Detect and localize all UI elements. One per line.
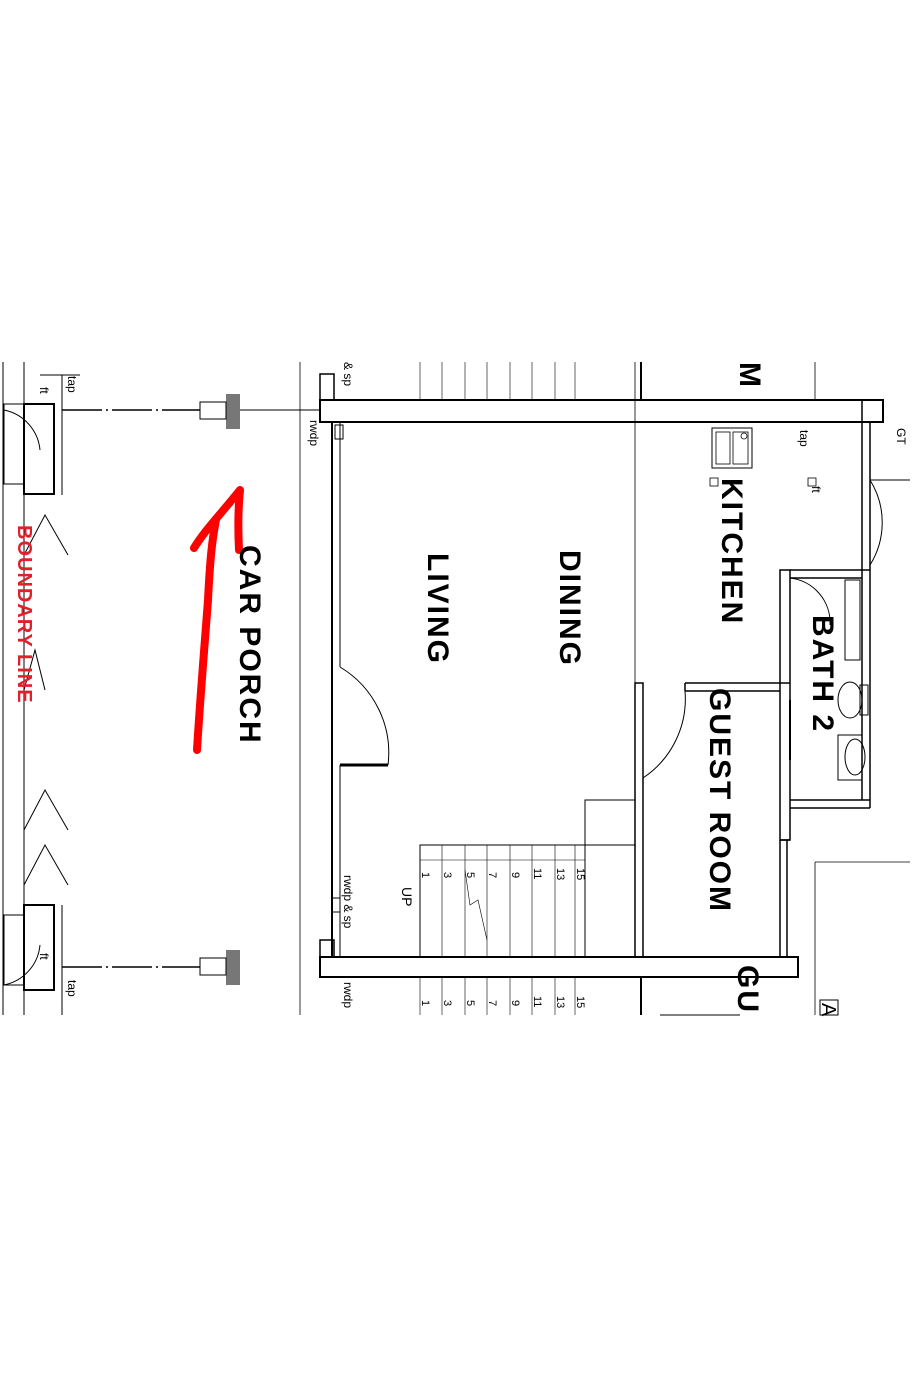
guest-room-label: GUEST ROOM: [703, 688, 736, 913]
bath2-label: BATH 2: [806, 615, 839, 733]
stair-number: 5: [464, 872, 476, 878]
ft-label-bottom-left: ft: [37, 953, 51, 960]
rwdp-label-bottom: rwdp: [341, 982, 355, 1008]
living-label: LIVING: [421, 553, 454, 665]
tap-label-bottom-left: tap: [65, 980, 79, 997]
tap-label-top-left: tap: [65, 376, 79, 393]
kitchen-label: KITCHEN: [715, 478, 748, 625]
gate-posts: [199, 394, 240, 985]
ft-label-top-left: ft: [37, 387, 51, 394]
stair-number: 9: [509, 872, 521, 878]
stair-number: 7: [486, 872, 498, 878]
stair-number: 15: [574, 868, 586, 880]
stair-numbers: 1 3 5 7 9 11 13 15: [419, 868, 586, 880]
stair-up-label: UP: [399, 887, 415, 906]
red-arrow-annotation: [190, 486, 244, 754]
stair-number: 13: [554, 996, 566, 1008]
stair-number: 11: [531, 996, 543, 1007]
plan-linework: [2, 362, 910, 1016]
stair-number: 7: [486, 1000, 498, 1006]
partial-room-top-label: M: [733, 362, 766, 389]
sp-label-top: & sp: [341, 362, 355, 386]
rwdp-label-top: rwdp: [307, 420, 321, 446]
stair-number: 13: [554, 868, 566, 880]
stair-number: 11: [531, 868, 543, 879]
stair-number: 5: [464, 1000, 476, 1006]
stair-number: 1: [419, 872, 431, 878]
partial-room-bottom-label: GU: [731, 965, 764, 1014]
stair-number: 3: [441, 872, 453, 878]
ft-label-kitchen: ft: [809, 486, 823, 493]
gt-label: GT: [894, 428, 908, 445]
stair-number: 15: [574, 996, 586, 1008]
rwdp-sp-label: rwdp & sp: [341, 875, 355, 929]
partial-corner-label: A: [817, 1003, 839, 1017]
dining-label: DINING: [553, 550, 586, 667]
stair-number: 3: [441, 1000, 453, 1006]
car-porch-label: CAR PORCH: [233, 545, 266, 745]
tap-label-kitchen: tap: [797, 430, 811, 447]
stair-numbers-lower: 1 3 5 7 9 11 13 15: [419, 996, 586, 1008]
stair-number: 9: [509, 1000, 521, 1006]
stair-number: 1: [419, 1000, 431, 1006]
boundary-line-label: BOUNDARY LINE: [13, 525, 35, 704]
